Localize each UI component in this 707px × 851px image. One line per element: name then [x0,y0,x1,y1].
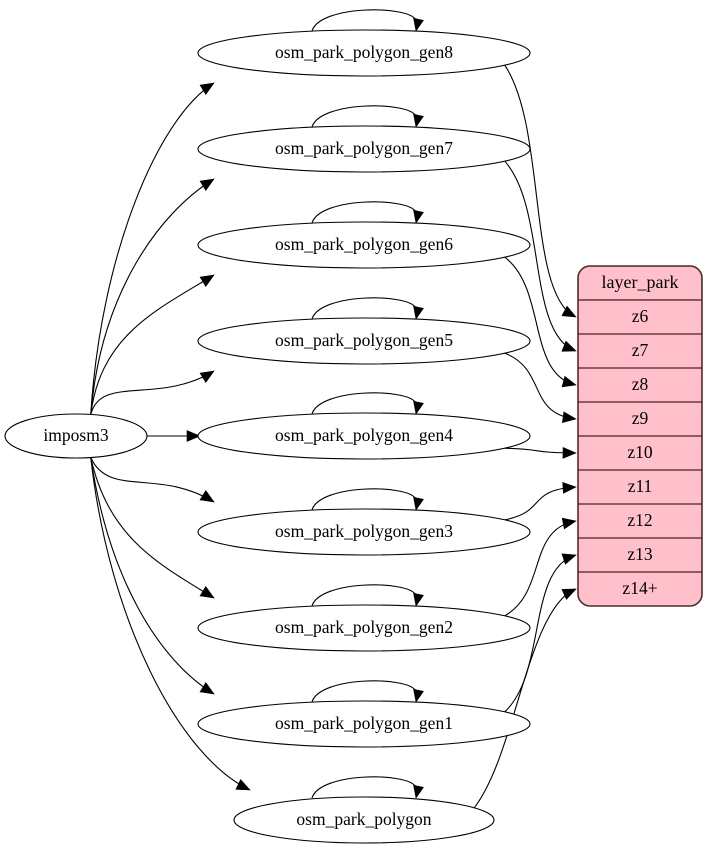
node-osm_park_polygon_gen4[interactable]: osm_park_polygon_gen4 [197,412,531,460]
edge-node-to-layer-row [504,352,576,420]
edge-imposm3-to-node [90,457,215,599]
edge-imposm3-to-node [90,274,215,415]
self-loop-edge [311,392,417,415]
edge-arrowhead [199,370,215,383]
edge-arrowhead [199,490,215,503]
edge-node-to-layer-row [504,520,576,617]
edges-layer [90,9,577,809]
table-header-cell [578,266,702,301]
node-ellipse-shape [233,796,495,844]
table-row-z6[interactable] [578,300,702,334]
edge-arrowhead [199,682,215,695]
node-osm_park_polygon[interactable]: osm_park_polygon [233,796,495,844]
edge-node-to-layer-row [504,256,576,386]
node-ellipse-shape [197,508,531,556]
edge-arrowhead [561,340,577,352]
edge-imposm3-to-node [90,457,215,503]
node-osm_park_polygon_gen7[interactable]: osm_park_polygon_gen7 [197,125,531,173]
edge-arrowhead [199,178,215,191]
edge-node-to-layer-row [504,160,576,352]
node-osm_park_polygon_gen1[interactable]: osm_park_polygon_gen1 [197,700,531,748]
table-row-z9[interactable] [578,402,702,436]
edge-arrowhead [561,375,577,388]
edge-node-to-layer-row [504,447,576,454]
table-row-z10[interactable] [578,436,702,470]
node-ellipse-shape [197,125,531,173]
self-loop-edge [311,680,417,703]
self-loop-edge [311,105,417,128]
edge-arrowhead [562,411,577,424]
self-loop-edge [311,9,417,32]
edge-node-to-layer-row [504,486,576,521]
table-row-z12[interactable] [578,504,702,538]
table-row-z14plus[interactable] [578,572,702,606]
node-ellipse-shape [197,317,531,365]
edge-arrowhead [413,784,424,799]
edge-node-to-layer-row [473,588,576,809]
table-row-z8[interactable] [578,368,702,402]
edge-node-to-layer-row [504,64,576,318]
edge-arrowhead [413,400,424,415]
edge-arrowhead [562,446,577,459]
edge-arrowhead [199,82,215,95]
self-loop-edge [311,297,417,320]
node-ellipse-shape [197,29,531,77]
node-ellipse-shape [197,412,531,460]
edge-imposm3-to-node [90,370,215,415]
edge-arrowhead [413,17,424,32]
edge-arrowhead [186,430,201,442]
node-osm_park_polygon_gen8[interactable]: osm_park_polygon_gen8 [197,29,531,77]
edge-arrowhead [413,113,424,128]
edge-arrowhead [199,586,215,599]
table-row-z11[interactable] [578,470,702,504]
edge-imposm3-to-node [90,457,215,695]
nodes-layer: imposm3 osm_park_polygon_gen8 osm_park_pol… [4,29,531,844]
self-loop-edge [311,584,417,607]
edge-arrowhead [561,588,577,600]
self-loop-edge [311,776,417,799]
edge-arrowhead [561,517,577,530]
edge-arrowhead [235,778,251,791]
edge-imposm3-to-node [90,178,215,415]
edge-arrowhead [199,274,215,287]
edge-node-to-layer-row [504,554,576,713]
self-loop-edge [311,201,417,224]
edge-imposm3-to-node [90,457,251,791]
edge-imposm3-to-node [90,82,215,415]
edge-arrowhead [413,592,424,607]
node-osm_park_polygon_gen6[interactable]: osm_park_polygon_gen6 [197,221,531,269]
edge-arrowhead [561,305,577,318]
node-osm_park_polygon_gen3[interactable]: osm_park_polygon_gen3 [197,508,531,556]
edge-arrowhead [562,482,577,494]
table-row-z13[interactable] [578,538,702,572]
self-loop-edge [311,488,417,511]
edge-arrowhead [413,209,424,224]
edge-arrowhead [413,688,424,703]
node-imposm3[interactable]: imposm3 [4,413,148,459]
node-ellipse-shape [4,413,148,459]
node-ellipse-shape [197,604,531,652]
edge-arrowhead [413,305,424,320]
node-osm_park_polygon_gen5[interactable]: osm_park_polygon_gen5 [197,317,531,365]
node-osm_park_polygon_gen2[interactable]: osm_park_polygon_gen2 [197,604,531,652]
table-row-z7[interactable] [578,334,702,368]
edge-arrowhead [561,553,577,565]
node-ellipse-shape [197,700,531,748]
table-outer-border [577,265,703,607]
edge-arrowhead [413,496,424,511]
node-ellipse-shape [197,221,531,269]
